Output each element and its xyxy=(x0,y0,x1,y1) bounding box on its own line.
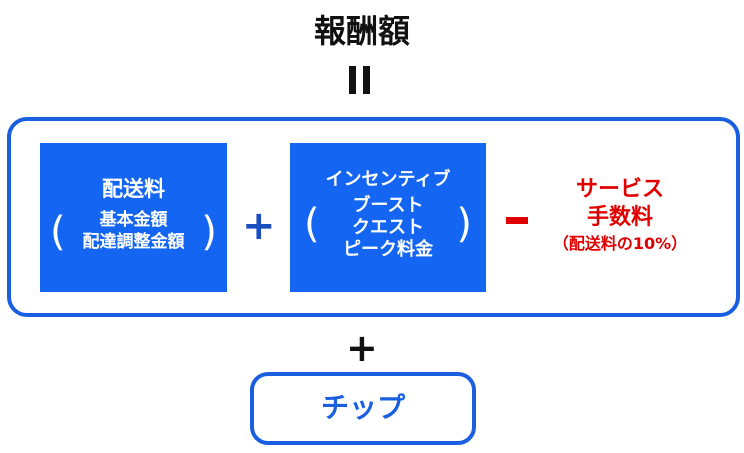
delivery-item: 基本金額 xyxy=(99,210,168,230)
incentive-title: インセンティブ xyxy=(325,169,451,190)
equals-sign xyxy=(349,66,375,94)
delivery-item: 配達調整金額 xyxy=(82,232,185,252)
minus-sign xyxy=(506,217,528,224)
close-paren: ) xyxy=(201,209,217,255)
incentive-box: インセンティブ ( ブースト クエスト ピーク料金 ) xyxy=(290,143,486,292)
delivery-fee-title: 配送料 xyxy=(102,177,165,201)
service-fee-line2: 手数料 xyxy=(586,205,653,230)
delivery-fee-box: 配送料 ( 基本金額 配達調整金額 ) xyxy=(40,143,227,292)
tip-box: チップ xyxy=(250,372,476,445)
open-paren: ( xyxy=(50,209,66,255)
service-fee: サービス 手数料 （配送料の10%） xyxy=(540,176,700,256)
close-paren: ) xyxy=(456,201,472,247)
title-reward-amount: 報酬額 xyxy=(313,12,410,50)
incentive-item: ピーク料金 xyxy=(343,239,433,260)
plus-sign-tip: + xyxy=(346,326,378,370)
plus-sign: + xyxy=(242,203,276,249)
service-fee-note: （配送料の10%） xyxy=(552,234,688,253)
service-fee-line1: サービス xyxy=(575,177,664,202)
incentive-item: ブースト xyxy=(352,195,424,216)
incentive-item: クエスト xyxy=(352,217,424,238)
formula-container xyxy=(7,117,740,317)
open-paren: ( xyxy=(304,201,320,247)
